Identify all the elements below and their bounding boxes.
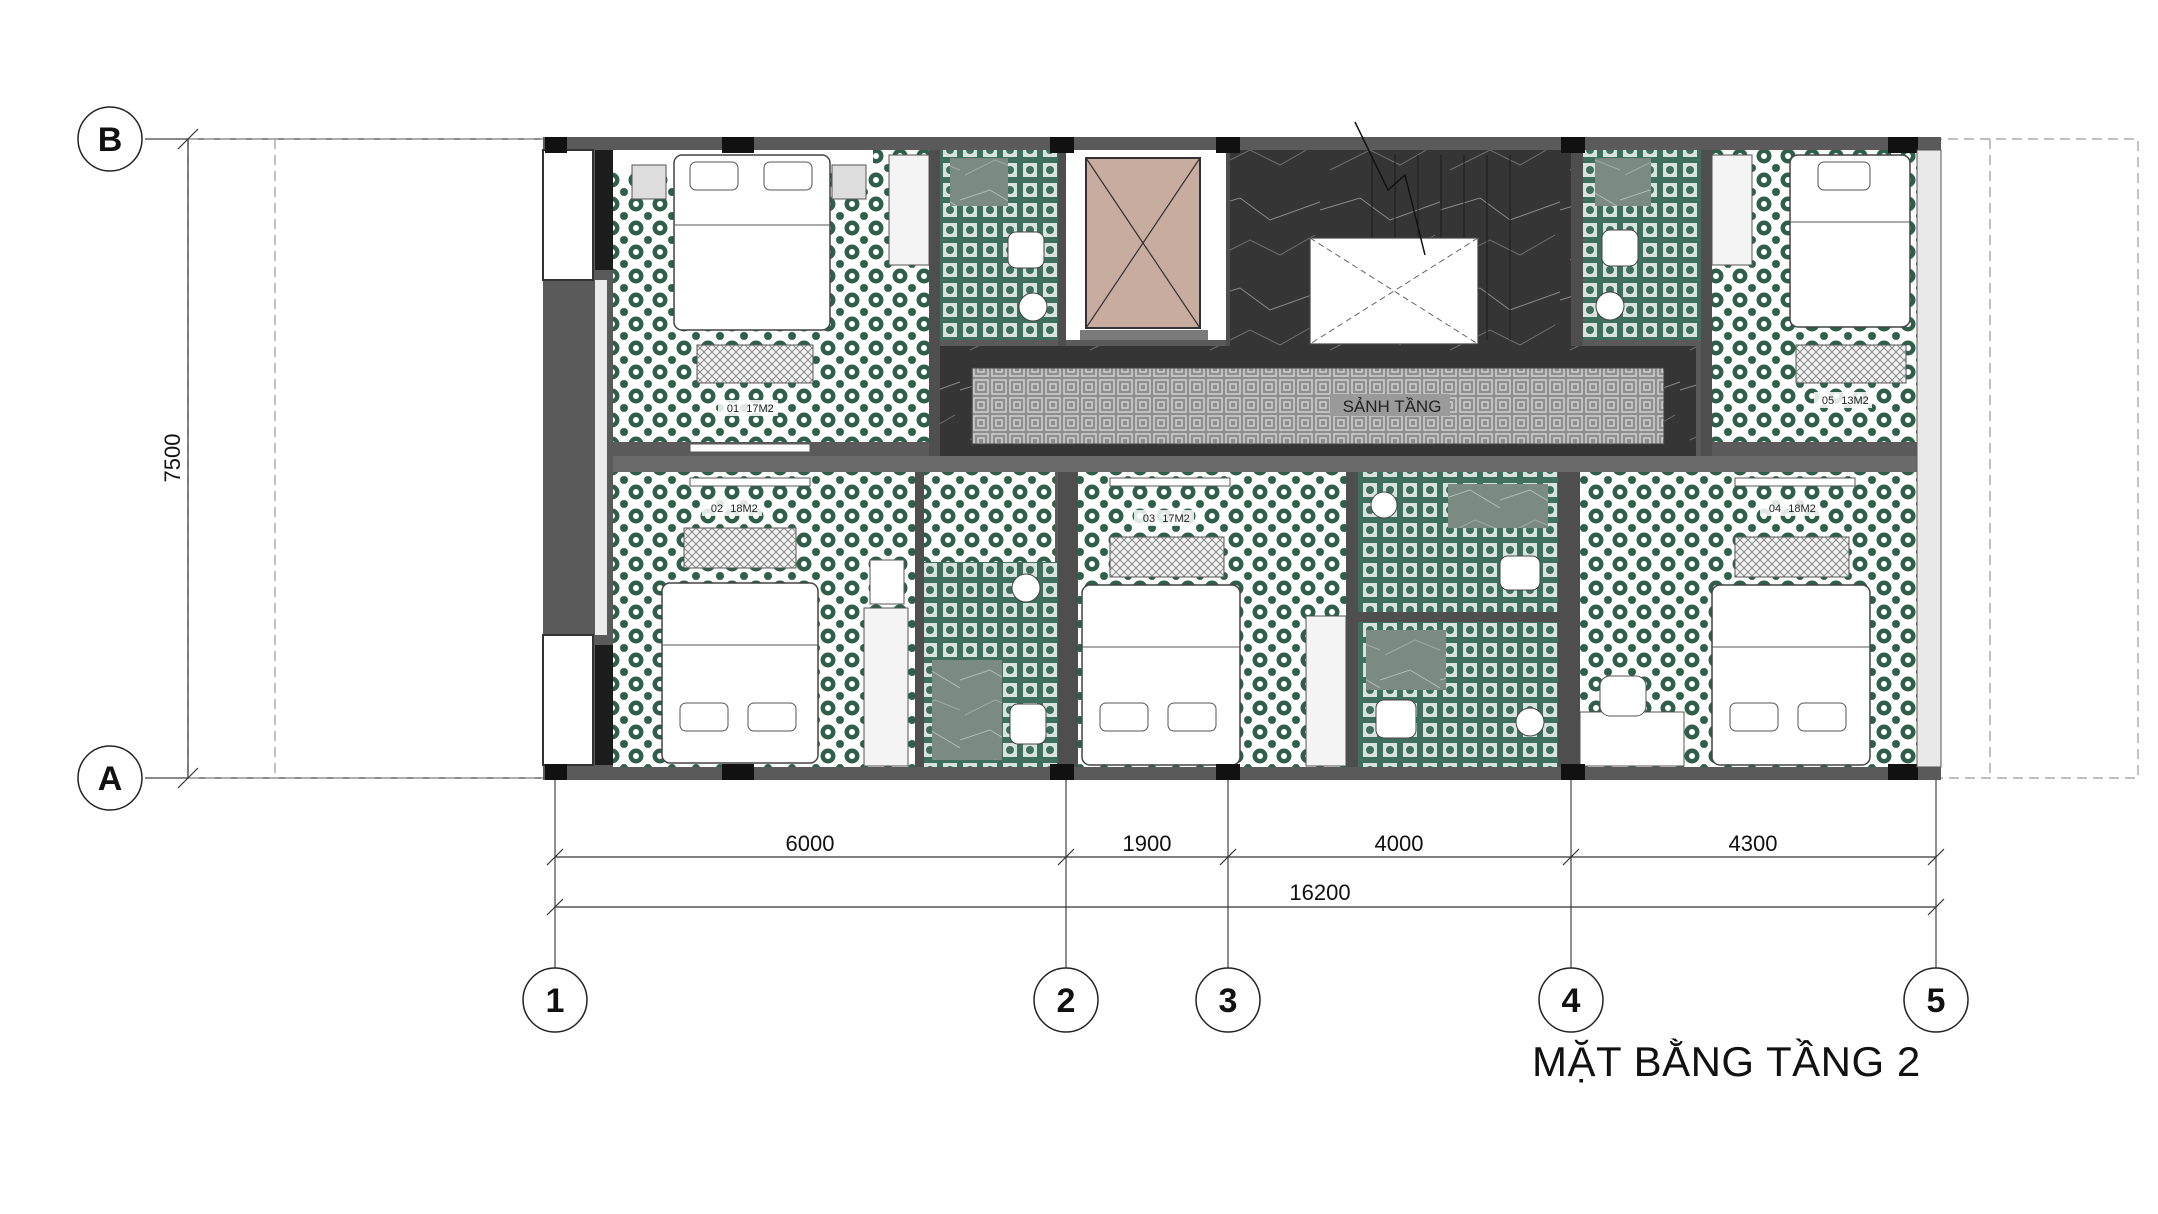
- dimension-segment-4: 4300: [1729, 831, 1778, 856]
- wc-bottom-left-toilet: [1009, 703, 1047, 745]
- grid-bubble-4: 4: [1538, 967, 1604, 1033]
- grid-bubble-2: 2: [1033, 967, 1099, 1033]
- room-04-code: 04: [1769, 503, 1781, 515]
- room-03-code: 03: [1143, 513, 1155, 525]
- stair-void: [1309, 237, 1479, 345]
- room-02-tag-box: [702, 500, 762, 516]
- room-03-area: 17M2: [1162, 513, 1190, 525]
- horizontal-dimensions: [546, 848, 1945, 916]
- lot-outline: [187, 138, 2139, 779]
- svg-text:B: B: [98, 121, 123, 159]
- internal-walls: [915, 150, 1712, 767]
- svg-text:1: 1: [546, 982, 565, 1020]
- wc-top-right-sink: [1595, 291, 1625, 321]
- vertical-dimension-label: 7500: [160, 434, 185, 483]
- grid-bubble-3: 3: [1195, 967, 1261, 1033]
- left-balcony-top: [542, 149, 594, 281]
- room-04-bed: [1711, 584, 1871, 766]
- building: 01 17M2 SẢNH TẦNG: [542, 121, 1942, 780]
- room-01-bed: [673, 154, 831, 331]
- room-04-area: 18M2: [1788, 503, 1816, 515]
- grid-bubble-B: B: [77, 106, 143, 172]
- vertical-dimension: [177, 128, 199, 789]
- grid-bubble-5: 5: [1903, 967, 1969, 1033]
- room-02-bed: [661, 582, 819, 764]
- hall-label: SẢNH TẦNG: [1343, 397, 1442, 416]
- room-01-nightstand-right: [831, 164, 867, 200]
- svg-text:5: 5: [1927, 982, 1946, 1020]
- wc-top-left-toilet: [1007, 231, 1045, 269]
- room-05-wardrobe: [1711, 154, 1753, 266]
- room-04-desk: [1579, 711, 1685, 767]
- room-05-rug: [1795, 344, 1907, 384]
- room-02-rug: [683, 527, 797, 569]
- room-04-rug: [1734, 536, 1850, 578]
- room-03-tag-box: [1134, 510, 1194, 526]
- room-01-tag-box: [718, 400, 778, 416]
- grid-bubble-A: A: [77, 745, 143, 811]
- dimension-total: 16200: [1289, 880, 1350, 905]
- svg-text:4: 4: [1562, 982, 1581, 1020]
- room-04-chair: [1599, 675, 1647, 717]
- room-02-area: 18M2: [730, 503, 758, 515]
- room-02-code: 02: [711, 503, 723, 515]
- stair-direction-arrow: [1354, 121, 1426, 256]
- wc-bottom-left-sink: [1011, 573, 1041, 603]
- room-05-tag-box: [1814, 392, 1872, 408]
- room-01-area: 17M2: [746, 403, 774, 415]
- wc-middle-lower-toilet: [1375, 699, 1417, 739]
- dimension-segment-3: 4000: [1375, 831, 1424, 856]
- room-01-code: 01: [727, 403, 739, 415]
- hall-carpet: [971, 367, 1665, 445]
- room-05-area: 13M2: [1841, 395, 1869, 407]
- wc-middle-upper-toilet: [1499, 555, 1541, 591]
- room-04-tag-box: [1760, 500, 1820, 516]
- room-01-rug: [696, 344, 814, 384]
- room-02-wardrobe: [863, 607, 909, 767]
- wc-middle-upper-sink: [1370, 491, 1398, 519]
- svg-text:3: 3: [1219, 982, 1238, 1020]
- wc-middle-lower-sink: [1515, 707, 1545, 737]
- dimension-segment-1: 6000: [786, 831, 835, 856]
- room-03-bed: [1081, 584, 1241, 766]
- svg-text:2: 2: [1057, 982, 1076, 1020]
- wc-top-right-toilet: [1601, 229, 1639, 267]
- room-01-wardrobe: [888, 154, 930, 266]
- room-03-rug: [1109, 536, 1225, 578]
- grid-bubble-1: 1: [522, 967, 588, 1033]
- room-01-nightstand-left: [631, 164, 667, 200]
- structural-columns: [545, 137, 1918, 780]
- room-05-code: 05: [1822, 395, 1834, 407]
- drawing-title: MẶT BẰNG TẦNG 2: [1532, 1038, 1921, 1085]
- right-facade: [1916, 149, 1942, 768]
- wc-top-left-sink: [1018, 292, 1048, 322]
- room-05-bed: [1789, 154, 1911, 328]
- left-balcony-bottom: [542, 634, 594, 766]
- room-03-wardrobe: [1305, 615, 1347, 767]
- dimension-segment-2: 1900: [1123, 831, 1172, 856]
- svg-text:A: A: [98, 760, 123, 798]
